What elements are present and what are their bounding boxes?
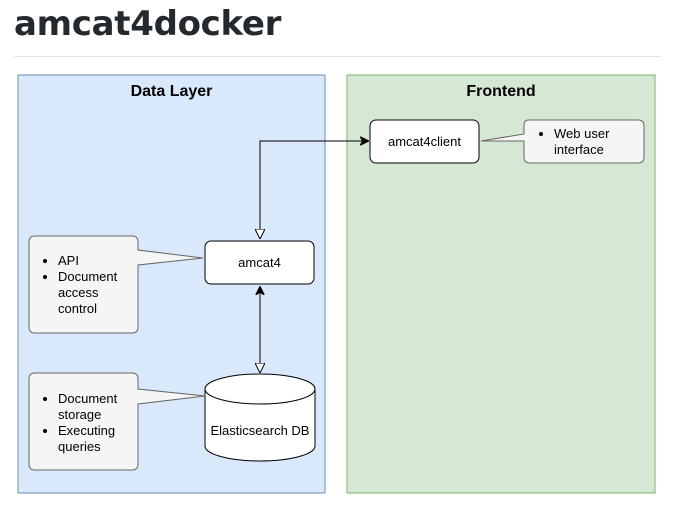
elasticsearch-node xyxy=(204,373,316,462)
note-elastic-item: Document storage xyxy=(58,391,136,423)
note-client-shape xyxy=(480,119,645,164)
note-amcat4: API Document access control xyxy=(40,253,136,317)
data-layer-label: Data Layer xyxy=(130,83,213,100)
note-client: Web user interface xyxy=(536,126,640,158)
note-elastic-shape xyxy=(28,372,206,471)
note-amcat4-item: Document access control xyxy=(58,269,136,317)
note-elastic: Document storage Executing queries xyxy=(40,391,136,455)
amcat4client-node xyxy=(369,119,480,164)
note-elastic-item: Executing queries xyxy=(58,423,136,455)
connector-amcat4-client xyxy=(260,141,368,238)
title-divider xyxy=(14,56,661,57)
page-title: amcat4docker xyxy=(14,4,282,44)
note-client-item: Web user interface xyxy=(554,126,640,158)
note-amcat4-item: API xyxy=(58,253,136,269)
note-amcat4-shape xyxy=(28,235,204,334)
amcat4-label: amcat4 xyxy=(238,255,281,270)
elasticsearch-label: Elasticsearch DB xyxy=(210,422,310,438)
frontend-label: Frontend xyxy=(466,83,536,100)
amcat4client-label: amcat4client xyxy=(388,134,461,149)
amcat4-node xyxy=(204,240,315,285)
